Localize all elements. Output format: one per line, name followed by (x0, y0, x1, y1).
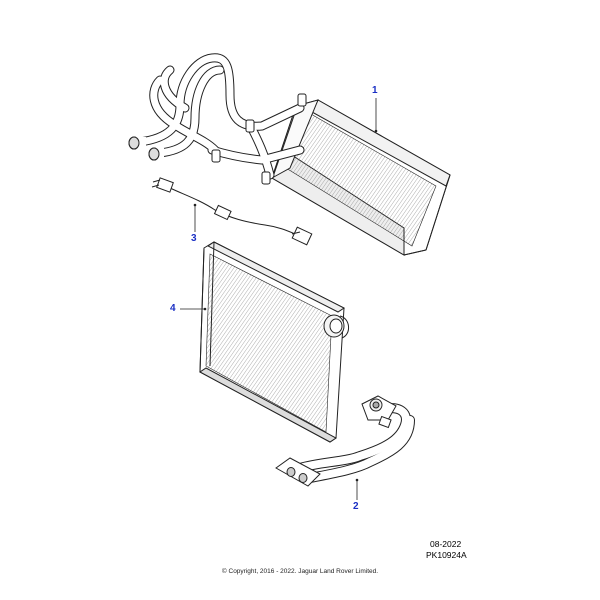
evaporator-pipe-fittings (275, 395, 397, 487)
diagram-reference: PK10924A (426, 550, 467, 560)
leader-dots (193, 129, 378, 482)
callout-3[interactable]: 3 (191, 233, 197, 244)
callout-2[interactable]: 2 (353, 501, 359, 512)
heater-pipes (135, 53, 305, 180)
sensor-part[interactable] (151, 177, 313, 246)
heater-pipe-ends (128, 93, 307, 185)
evaporator-core-part[interactable] (199, 241, 349, 443)
leader-lines (180, 98, 377, 500)
evaporator-pipe-part[interactable] (295, 403, 415, 483)
callout-1[interactable]: 1 (372, 85, 378, 96)
copyright-notice: © Copyright, 2016 - 2022. Jaguar Land Ro… (221, 568, 379, 575)
heater-core-part[interactable] (271, 99, 451, 256)
diagram-date: 08-2022 (430, 539, 462, 549)
callout-4[interactable]: 4 (170, 303, 176, 314)
